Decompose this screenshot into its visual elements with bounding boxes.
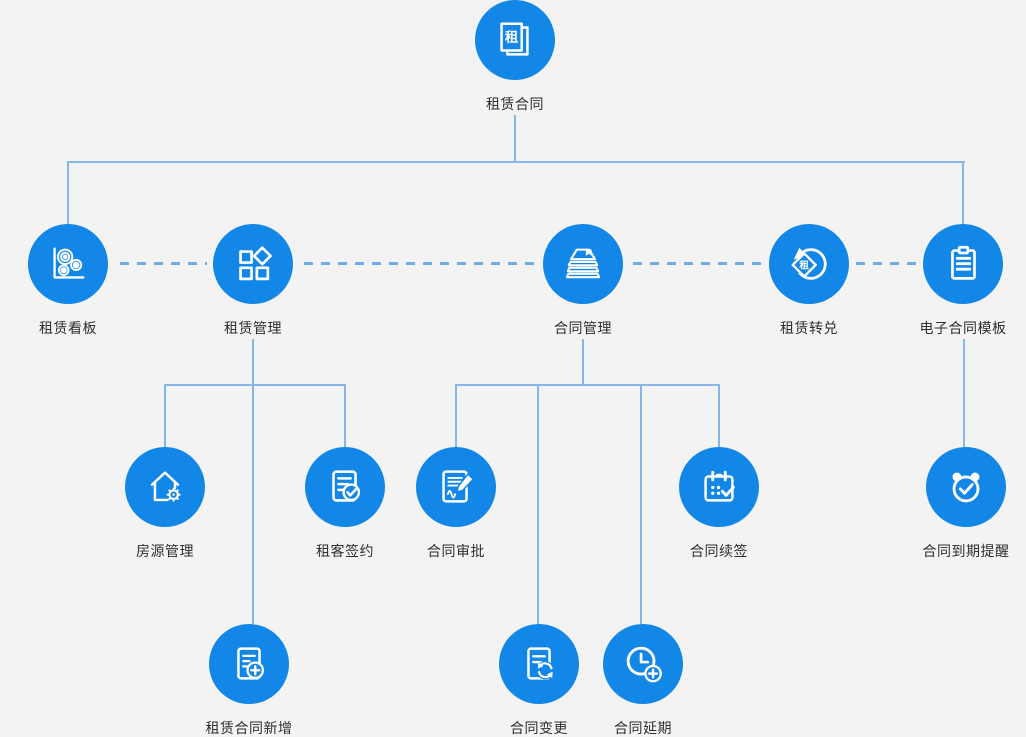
node-label: 电子合同模板: [919, 320, 1007, 336]
document-plus-icon: [209, 624, 289, 704]
apps-grid-icon: [213, 224, 293, 304]
node-contract-change[interactable]: 合同变更: [479, 624, 599, 737]
layers-stack-icon: [543, 224, 623, 304]
node-label: 合同延期: [614, 720, 672, 736]
clock-plus-icon: [603, 624, 683, 704]
connector-line: [455, 384, 720, 386]
connector-line: [514, 115, 516, 162]
connector-line: [640, 384, 642, 624]
dashboard-chart-icon: [28, 224, 108, 304]
node-contract-extension[interactable]: 合同延期: [583, 624, 703, 737]
connector-line: [164, 384, 346, 386]
node-label: 租赁转兑: [780, 320, 838, 336]
icon-zu-character: 租: [799, 260, 809, 272]
connector-line: [582, 339, 584, 385]
connector-line: [164, 384, 166, 447]
node-rental-management[interactable]: 租赁管理: [193, 224, 313, 338]
connector-line: [537, 384, 539, 624]
node-label: 合同到期提醒: [922, 543, 1010, 559]
node-rental-contract[interactable]: 租 租赁合同: [455, 0, 575, 114]
node-rental-transfer[interactable]: 租 租赁转兑: [749, 224, 869, 338]
node-contract-expiry-reminder[interactable]: 合同到期提醒: [906, 447, 1026, 561]
node-label: 合同审批: [427, 543, 485, 559]
connector-dashed-line: [304, 262, 536, 265]
node-label: 租赁管理: [224, 320, 282, 336]
node-new-rental-contract[interactable]: 租赁合同新增: [189, 624, 309, 737]
rental-contract-icon: 租: [475, 0, 555, 80]
connector-line: [252, 339, 254, 624]
node-house-management[interactable]: 房源管理: [105, 447, 225, 561]
connector-line: [455, 384, 457, 447]
node-e-contract-template[interactable]: 电子合同模板: [903, 224, 1023, 338]
alarm-check-icon: [926, 447, 1006, 527]
transfer-cycle-icon: 租: [769, 224, 849, 304]
connector-line: [67, 161, 69, 224]
node-label: 租赁看板: [39, 320, 97, 336]
connector-dashed-line: [856, 262, 917, 265]
connector-line: [67, 161, 965, 163]
calendar-check-icon: [679, 447, 759, 527]
node-label: 合同管理: [554, 320, 612, 336]
node-contract-renewal[interactable]: 合同续签: [659, 447, 779, 561]
document-refresh-icon: [499, 624, 579, 704]
house-gear-icon: [125, 447, 205, 527]
node-label: 租赁合同: [486, 96, 544, 112]
connector-line: [344, 384, 346, 447]
connector-line: [718, 384, 720, 447]
node-label: 房源管理: [136, 543, 194, 559]
document-check-icon: [305, 447, 385, 527]
connector-line: [963, 339, 965, 447]
icon-zu-character: 租: [505, 29, 519, 46]
connector-line: [962, 161, 964, 224]
node-label: 租赁合同新增: [205, 720, 293, 736]
node-tenant-signing[interactable]: 租客签约: [285, 447, 405, 561]
node-rental-kanban[interactable]: 租赁看板: [8, 224, 128, 338]
node-label: 合同变更: [510, 720, 568, 736]
clipboard-icon: [923, 224, 1003, 304]
node-contract-approval[interactable]: 合同审批: [396, 447, 516, 561]
connector-dashed-line: [633, 262, 763, 265]
document-sign-icon: [416, 447, 496, 527]
node-label: 合同续签: [690, 543, 748, 559]
node-label: 租客签约: [316, 543, 374, 559]
connector-dashed-line: [120, 262, 207, 265]
node-contract-management[interactable]: 合同管理: [523, 224, 643, 338]
